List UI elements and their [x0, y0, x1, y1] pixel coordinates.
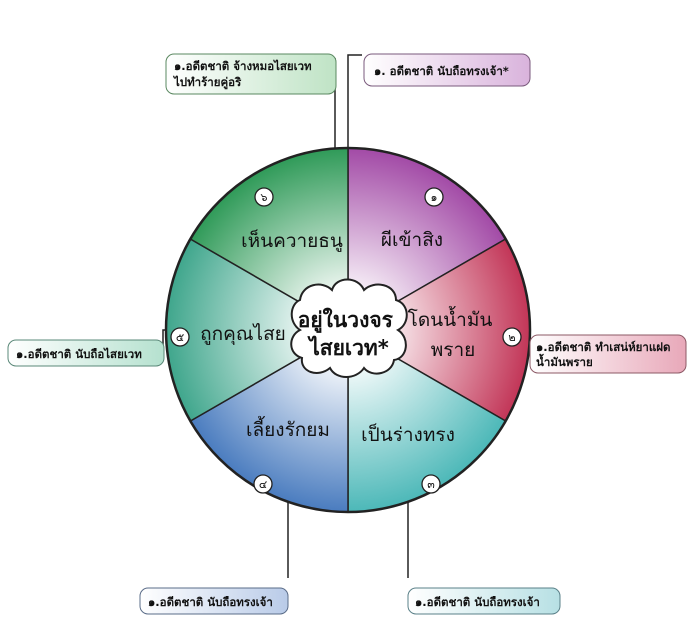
- number-badge-4: ๔: [253, 474, 273, 494]
- svg-text:๖: ๖: [261, 191, 268, 204]
- callout-5: ๑.อดีตชาติ นับถือไสยเวท: [7, 339, 165, 367]
- connector-1: [347, 54, 362, 148]
- number-badge-3: ๓: [421, 474, 441, 494]
- segment-5-label: ถูกคุณไสย: [200, 323, 286, 346]
- svg-text:๑.อดีตชาติ นับถือทรงเจ้า: ๑.อดีตชาติ นับถือทรงเจ้า: [415, 595, 540, 609]
- center-cloud: อยู่ในวงจร ไสยเวท*: [290, 278, 408, 378]
- callout-1: ๑. อดีตชาติ นับถือทรงเจ้า*: [363, 53, 531, 87]
- svg-text:๑. อดีตชาติ นับถือทรงเจ้า*: ๑. อดีตชาติ นับถือทรงเจ้า*: [374, 64, 509, 78]
- segment-2-label: โดนน้ำมัน พราย: [408, 306, 499, 361]
- number-badge-5: ๕: [170, 327, 190, 347]
- number-badge-2: ๒: [502, 327, 522, 347]
- wheel-outline: [164, 146, 532, 514]
- segment-4-label: เลี้ยงรักยม: [246, 416, 330, 441]
- svg-text:๑.อดีตชาติ จ้างหมอไสยเวท: ๑.อดีตชาติ จ้างหมอไสยเวท ไปทำร้ายคู่อริ: [172, 59, 316, 90]
- callout-3: ๑.อดีตชาติ นับถือทรงเจ้า: [407, 587, 561, 615]
- callout-4: ๑.อดีตชาติ นับถือทรงเจ้า: [139, 587, 289, 615]
- svg-text:๒: ๒: [508, 331, 515, 344]
- wheel: [164, 146, 532, 514]
- svg-text:๓: ๓: [427, 478, 435, 491]
- svg-text:๑.อดีตชาติ นับถือไสยเวท: ๑.อดีตชาติ นับถือไสยเวท: [16, 347, 142, 361]
- segment-labels: ผีเข้าสิง โดนน้ำมัน พราย เป็นร่างทรง เลี…: [200, 228, 499, 446]
- svg-text:๑: ๑: [431, 191, 438, 204]
- svg-text:๑.อดีตชาติ นับถือทรงเจ้า: ๑.อดีตชาติ นับถือทรงเจ้า: [148, 595, 273, 609]
- svg-text:๑.อดีตชาติ ทำเสน่ห์ยาแฝด: ๑.อดีตชาติ ทำเสน่ห์ยาแฝด น้ำมันพราย: [536, 340, 675, 369]
- callouts: ๑. อดีตชาติ นับถือทรงเจ้า* ๑.อดีตชาติ ทำ…: [7, 53, 687, 615]
- number-badge-6: ๖: [254, 187, 274, 207]
- callout-2: ๑.อดีตชาติ ทำเสน่ห์ยาแฝด น้ำมันพราย: [529, 334, 687, 374]
- center-title: อยู่ในวงจร ไสยเวท*: [298, 307, 400, 360]
- number-badge-1: ๑: [424, 187, 444, 207]
- svg-text:๔: ๔: [259, 478, 267, 491]
- segment-1-label: ผีเข้าสิง: [381, 229, 443, 251]
- segment-numbers: ๑ ๒ ๓ ๔ ๕ ๖: [170, 187, 522, 494]
- segment-3-label: เป็นร่างทรง: [361, 422, 455, 446]
- svg-text:๕: ๕: [176, 331, 184, 344]
- callout-6: ๑.อดีตชาติ จ้างหมอไสยเวท ไปทำร้ายคู่อริ: [165, 53, 337, 95]
- segment-6-label: เห็นควายธนู: [241, 228, 343, 252]
- connector-lines: [162, 54, 531, 578]
